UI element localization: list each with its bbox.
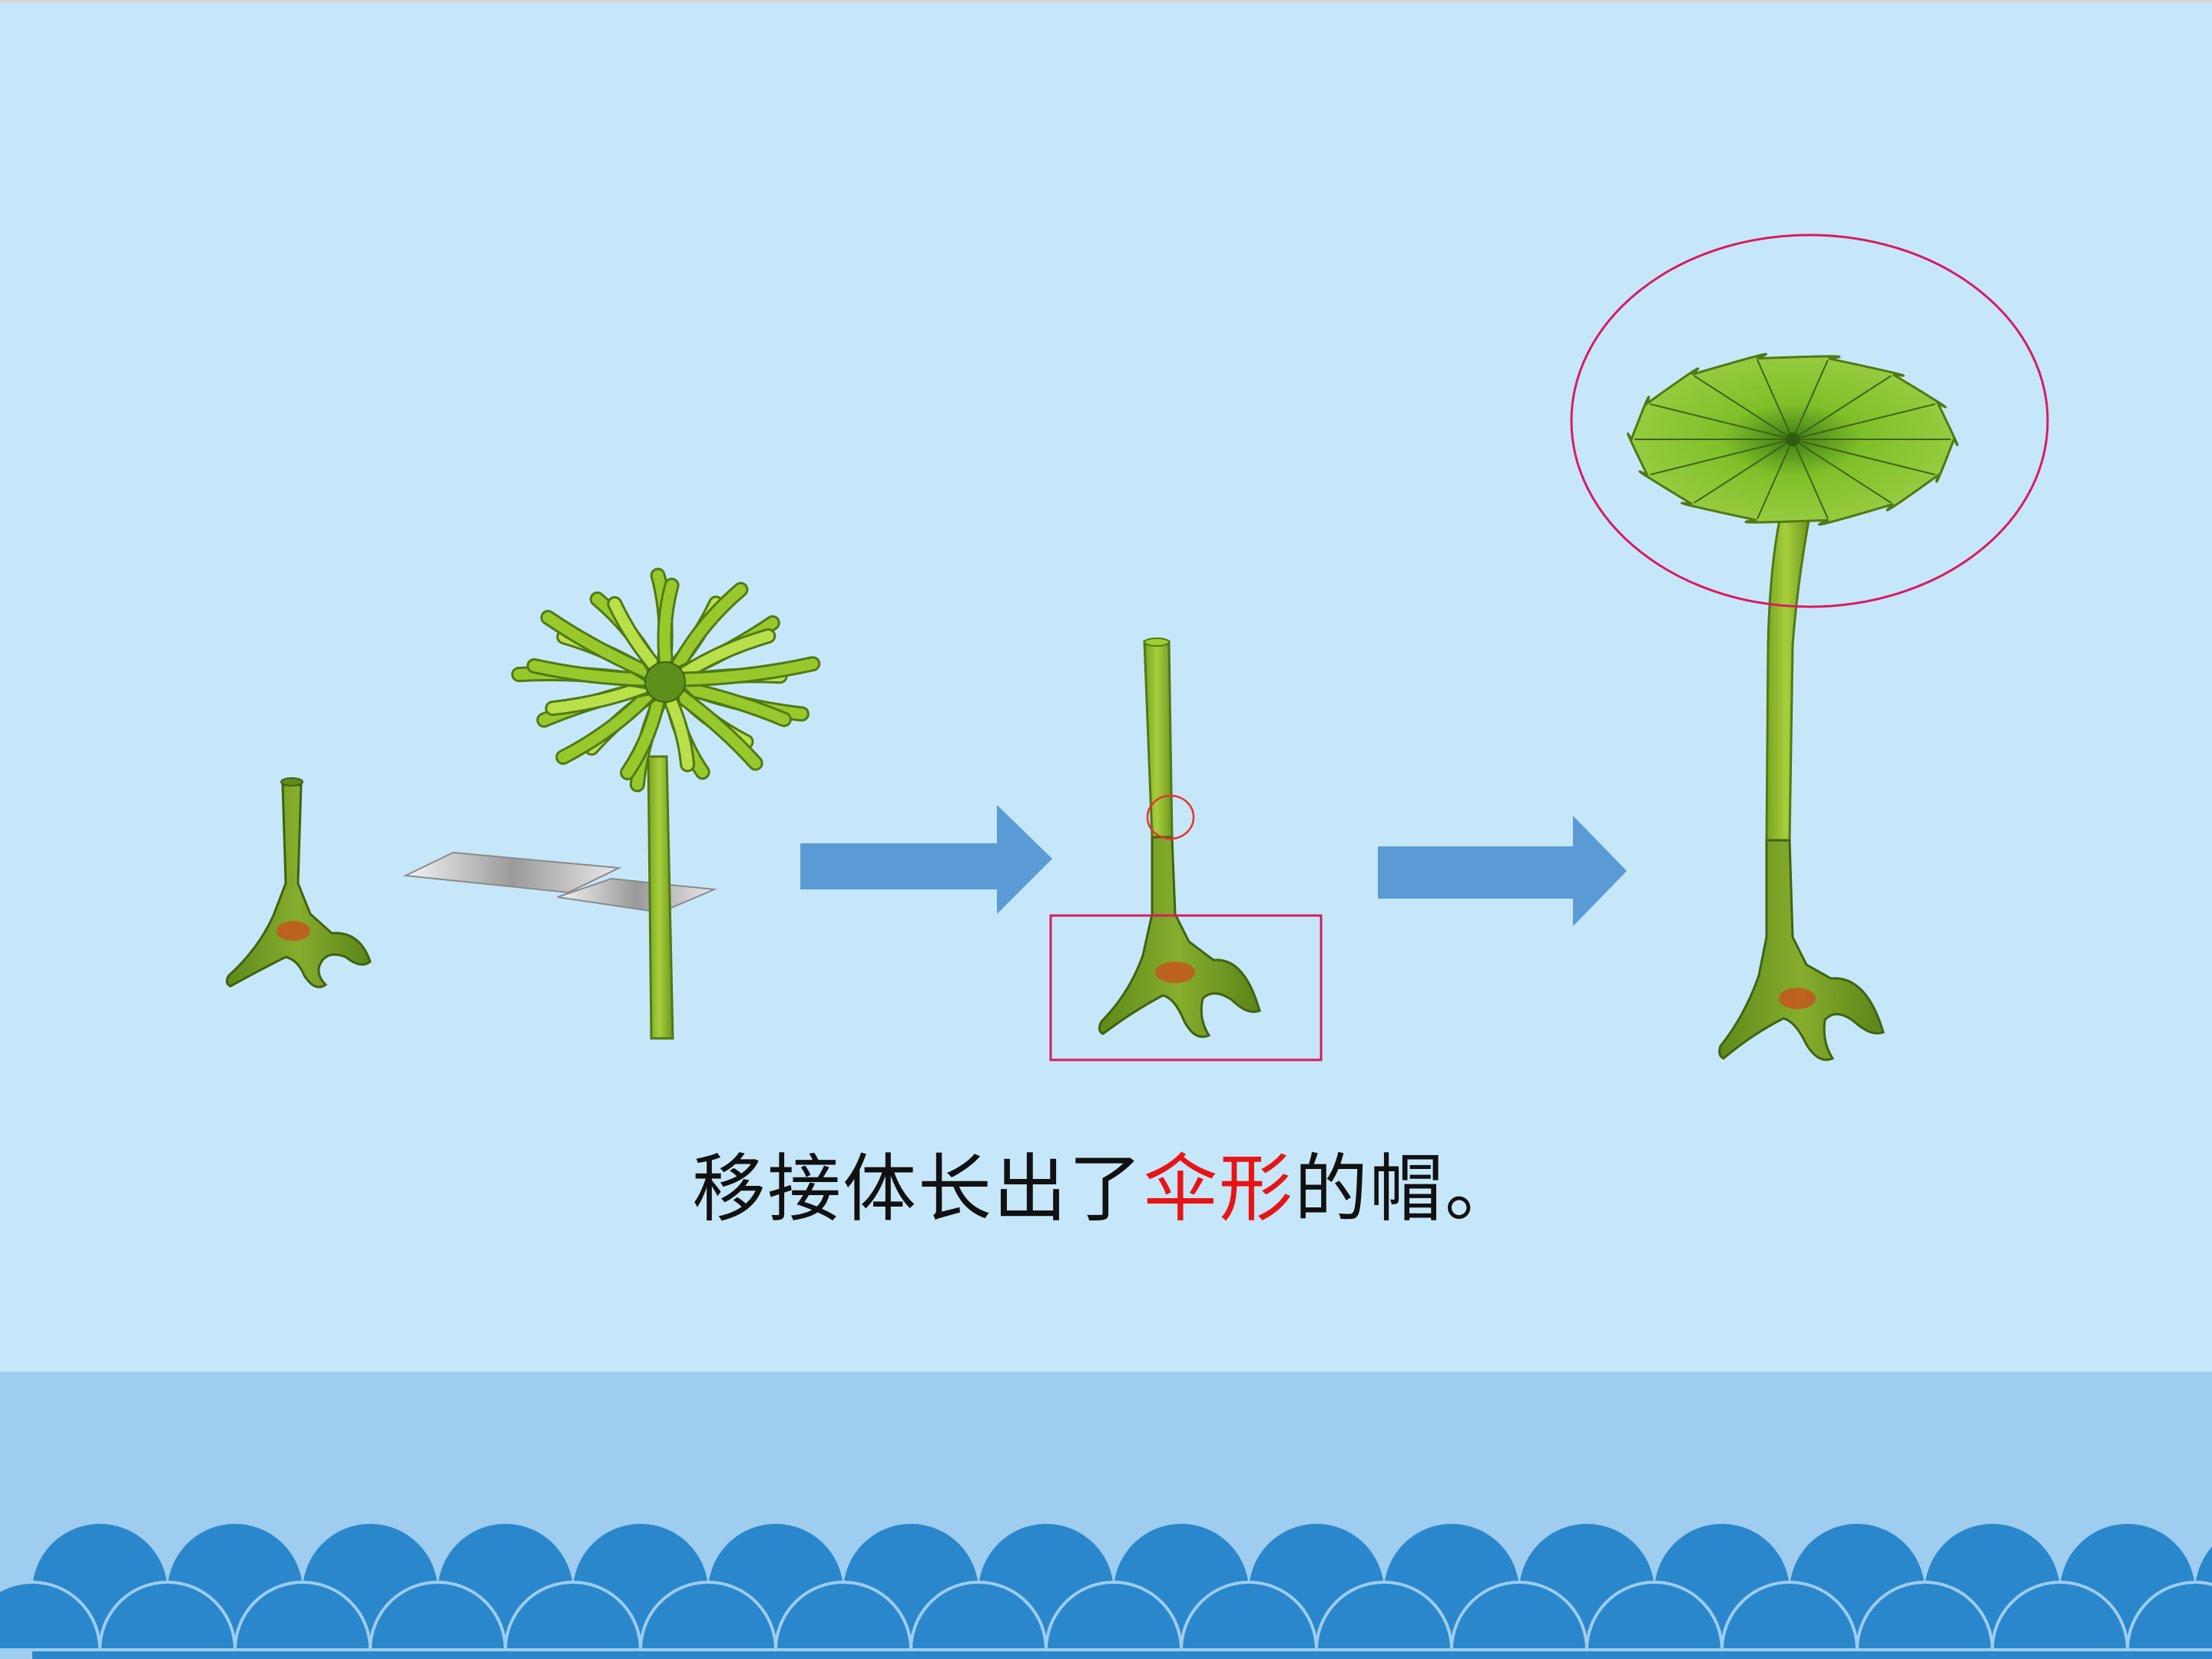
alga-umbrella-cap: [1626, 353, 1959, 1061]
alga-stalk-rhizoid: [225, 777, 372, 988]
caption-text-end: 的帽。: [1294, 1146, 1520, 1232]
slide-caption: 移接体长出了伞形的帽。: [0, 1135, 2212, 1243]
right-arrow-icon: [1378, 816, 1627, 926]
blade-icon: [402, 851, 717, 914]
wave-decoration: [0, 1524, 2212, 1659]
graft-junction-outline: [1146, 794, 1195, 840]
top-border: [0, 0, 2212, 3]
alga-fringed-cap: [511, 568, 821, 1040]
right-arrow-icon: [800, 805, 1052, 914]
umbrella-cap-highlight-ellipse: [1570, 233, 2049, 608]
alga-grafted-stalk: [1098, 637, 1261, 1038]
rhizoid-highlight-box: [1049, 914, 1323, 1061]
fringed-cap: [511, 568, 821, 793]
caption-text: 移接体长出了: [692, 1146, 1144, 1232]
umbrella-cap: [1626, 353, 1959, 526]
caption-highlight: 伞形: [1144, 1146, 1294, 1232]
